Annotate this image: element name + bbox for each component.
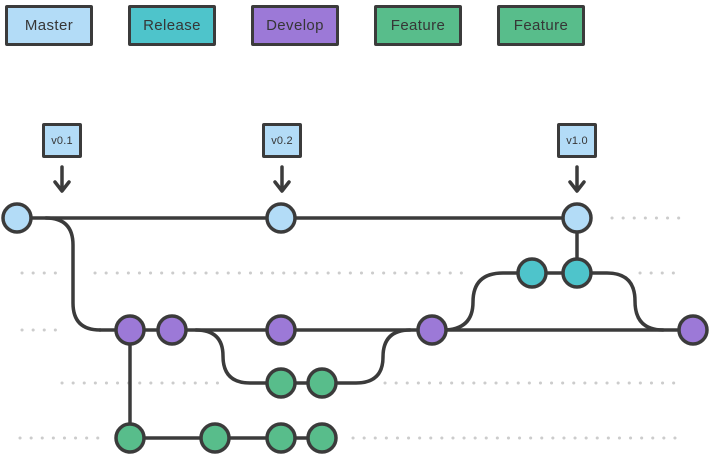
- legend-item-label: Feature: [390, 17, 446, 34]
- commit-master-1: [1, 202, 33, 234]
- legend-item-release: Release: [128, 5, 216, 46]
- legend-item-label: Develop: [266, 17, 324, 34]
- commit-develop-5: [677, 314, 709, 346]
- down-arrow-icon: [53, 165, 71, 193]
- commit-develop-1: [114, 314, 146, 346]
- legend-item-master: Master: [5, 5, 93, 46]
- legend-item-feature-1: Feature: [374, 5, 462, 46]
- legend-item-label: Release: [143, 17, 201, 34]
- master-to-develop-curve: [44, 216, 102, 332]
- tag-v0-1: v0.1: [42, 123, 82, 158]
- commit-feature-2-4: [306, 422, 338, 454]
- commit-feature-1-1: [265, 367, 297, 399]
- legend-item-label: Master: [24, 17, 74, 34]
- commit-develop-3: [265, 314, 297, 346]
- legend-item-label: Feature: [513, 17, 569, 34]
- tag-v0-2: v0.2: [262, 123, 302, 158]
- commit-develop-2: [156, 314, 188, 346]
- commit-feature-1-2: [306, 367, 338, 399]
- commit-release-2: [561, 257, 593, 289]
- commit-release-1: [516, 257, 548, 289]
- commit-master-2: [265, 202, 297, 234]
- commit-develop-4: [416, 314, 448, 346]
- tag-v1-0: v1.0: [557, 123, 597, 158]
- tag-label: v0.1: [51, 134, 73, 147]
- down-arrow-icon: [273, 165, 291, 193]
- down-arrow-icon: [568, 165, 586, 193]
- commit-feature-2-1: [114, 422, 146, 454]
- commit-feature-2-2: [199, 422, 231, 454]
- commit-master-3: [561, 202, 593, 234]
- commit-feature-2-3: [265, 422, 297, 454]
- tag-label: v0.2: [271, 134, 293, 147]
- feature1-branch-line: [194, 328, 412, 385]
- tag-label: v1.0: [566, 134, 588, 147]
- legend-item-feature-2: Feature: [497, 5, 585, 46]
- legend-item-develop: Develop: [251, 5, 339, 46]
- release-branch-line: [441, 271, 665, 332]
